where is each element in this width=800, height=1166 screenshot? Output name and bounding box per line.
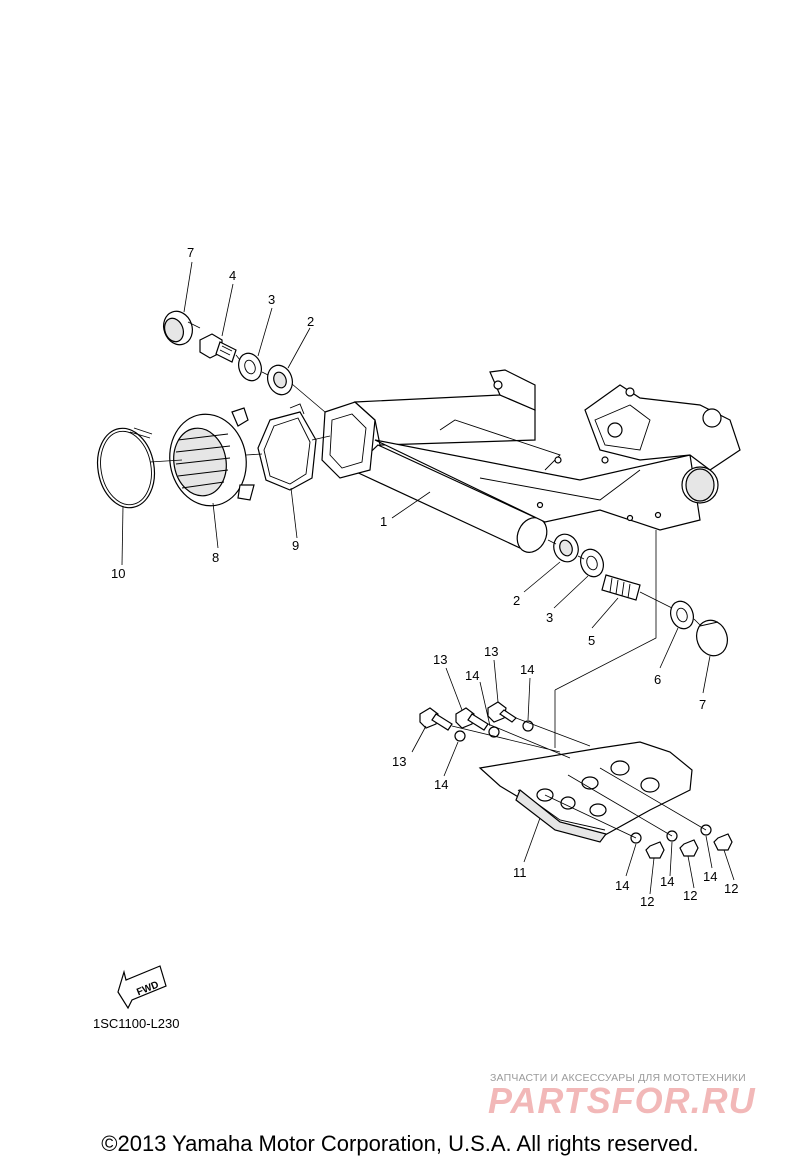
leader-lines — [121, 261, 735, 895]
callout-14-e: 14 — [660, 874, 674, 889]
callout-14-c: 14 — [434, 777, 448, 792]
callout-4: 4 — [229, 268, 236, 283]
callout-13-c: 13 — [392, 754, 406, 769]
bolt-4 — [199, 333, 237, 363]
callouts: 7 4 3 2 1 10 8 9 2 3 5 6 7 13 13 13 14 1… — [111, 245, 738, 909]
clamp-9 — [257, 403, 317, 491]
callout-6: 6 — [654, 672, 661, 687]
bearing-2-lower — [553, 533, 579, 563]
cap-7-lower — [696, 619, 728, 657]
callout-3-lower: 3 — [546, 610, 553, 625]
callout-8: 8 — [212, 550, 219, 565]
callout-14-a: 14 — [465, 668, 479, 683]
callout-7-lower: 7 — [699, 697, 706, 712]
bolt-13-right — [487, 701, 517, 723]
seal-3-upper — [238, 352, 262, 382]
callout-5: 5 — [588, 633, 595, 648]
fwd-arrow-icon: FWD — [117, 965, 167, 1010]
nut-12-left — [645, 841, 665, 859]
callout-2-lower: 2 — [513, 593, 520, 608]
bearing-2-upper — [267, 364, 293, 396]
copyright-notice: ©2013 Yamaha Motor Corporation, U.S.A. A… — [101, 1131, 699, 1156]
callout-1: 1 — [380, 514, 387, 529]
callout-14-b: 14 — [520, 662, 534, 677]
swingarm — [321, 369, 741, 553]
boot-8 — [169, 407, 255, 507]
callout-7-upper: 7 — [187, 245, 194, 260]
callout-9: 9 — [292, 538, 299, 553]
callout-13-a: 13 — [433, 652, 447, 667]
collar-14-upper-left — [454, 730, 466, 742]
callout-12-a: 12 — [640, 894, 654, 909]
callout-12-b: 12 — [683, 888, 697, 903]
nut-12-mid — [679, 839, 699, 857]
seal-3-lower — [580, 548, 604, 578]
callout-13-b: 13 — [484, 644, 498, 659]
callout-10: 10 — [111, 566, 125, 581]
bolt-13-mid — [455, 707, 489, 731]
callout-12-c: 12 — [724, 881, 738, 896]
drawing-code: 1SC1100-L230 — [93, 1016, 180, 1031]
bolt-13-left — [419, 707, 453, 731]
callout-11: 11 — [513, 865, 527, 880]
collar-14-upper-mid — [488, 726, 500, 738]
callout-14-f: 14 — [703, 869, 717, 884]
callout-3-upper: 3 — [268, 292, 275, 307]
pivot-shaft-5 — [601, 574, 641, 601]
callout-2-upper: 2 — [307, 314, 314, 329]
callout-14-d: 14 — [615, 878, 629, 893]
cap-7-upper — [163, 310, 193, 346]
nut-12-right — [713, 833, 733, 851]
watermark-tagline: ЗАПЧАСТИ И АКСЕССУАРЫ ДЛЯ МОТОТЕХНИКИ — [490, 1072, 746, 1084]
watermark-logo: PARTSFOR.RU — [488, 1080, 756, 1121]
skid-plate-11 — [478, 741, 693, 843]
nut-6 — [670, 600, 694, 630]
clamp-10 — [96, 427, 156, 509]
